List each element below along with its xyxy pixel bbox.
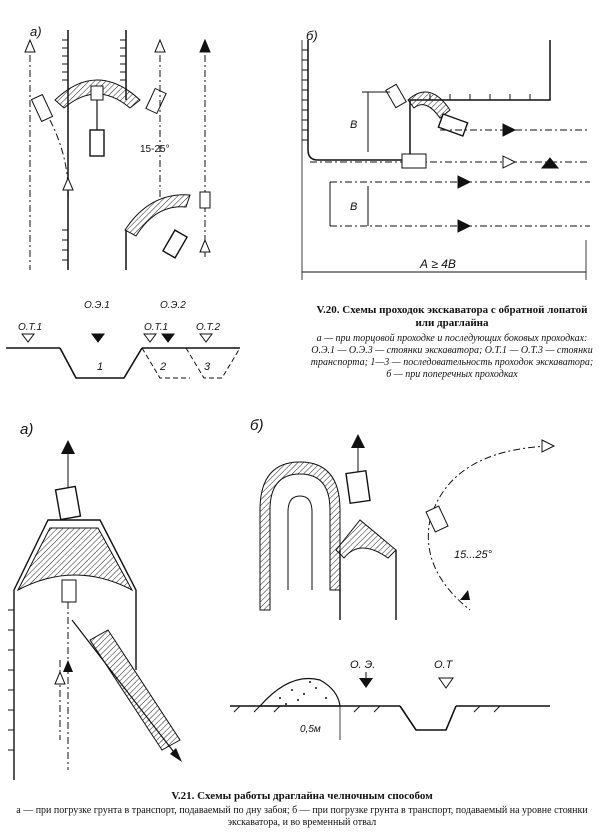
excavator-side — [161, 229, 189, 259]
transverse-face-hatched — [407, 91, 451, 119]
panel-b-label: б) — [306, 28, 318, 43]
v21a-excavator — [54, 485, 82, 521]
fig-v21-caption: V.21. Схемы работы драглайна челночным с… — [6, 790, 598, 829]
side-pass-face-hatched — [124, 194, 191, 237]
fig-v21-caption-title: V.21. Схемы работы драглайна челночным с… — [171, 790, 433, 802]
fig-v20-panel-a-section: О.Э.1 О.Э.2 О.Т.1 О.Т.1 О.Т.2 1 2 3 — [6, 300, 241, 379]
excavation-face-hatched — [54, 79, 141, 109]
fig-v20-panel-a-plan: а) — [24, 24, 211, 270]
svg-text:2: 2 — [159, 361, 166, 373]
excavator-body — [89, 129, 105, 157]
fig-v21-panel-a: а) — [8, 421, 182, 780]
v21b-truck — [425, 505, 449, 533]
v21a-up-arrow-icon — [61, 440, 75, 454]
fig-v20-caption-title: V.20. Схемы проходок экскаватора с обрат… — [316, 304, 588, 329]
truck-right — [145, 87, 167, 115]
excavator-transverse — [437, 113, 469, 137]
v21b-spoil-heap — [258, 677, 341, 707]
v21b-up-arrow-icon — [351, 434, 365, 448]
v21b-ground-line — [230, 705, 550, 731]
svg-text:О.Т.1: О.Т.1 — [144, 322, 168, 333]
v21b-u-bend-hatched — [259, 461, 341, 611]
direction-arrow-icons — [24, 38, 211, 253]
trench-wall-right — [120, 30, 127, 270]
v21b-stand-ot: О.Т — [434, 659, 454, 671]
svg-text:О.Т.2: О.Т.2 — [196, 322, 221, 333]
svg-text:В: В — [350, 201, 357, 213]
v21a-face-hatched — [16, 527, 134, 592]
v21-panel-a-label: а) — [20, 421, 33, 438]
v21b-stand-oe: О. Э. — [350, 659, 375, 671]
svg-text:О.Э.1: О.Э.1 — [84, 300, 110, 311]
v21a-loading-strip-hatched — [89, 629, 181, 751]
v21b-angle-label: 15...25° — [454, 549, 493, 561]
svg-text:О.Э.2: О.Э.2 — [160, 300, 186, 311]
ground-line — [6, 347, 240, 379]
pass-sequence-labels: 1 2 3 — [97, 361, 211, 373]
lane-arrow-icons — [457, 123, 560, 233]
panel-a-label: а) — [30, 24, 42, 39]
fig-v20-caption: V.20. Схемы проходок экскаватора с обрат… — [310, 304, 594, 381]
v21-panel-b-label: б) — [250, 417, 263, 434]
fig-v20-panel-b-plan: б) В В А ≥ 4В — [301, 28, 590, 280]
svg-text:1: 1 — [97, 361, 103, 373]
svg-text:О.Т.1: О.Т.1 — [18, 322, 42, 333]
travel-paths — [29, 40, 206, 270]
v21b-depth-label: 0,5м — [300, 724, 321, 735]
svg-text:В: В — [350, 119, 357, 131]
v21b-truck-path — [427, 445, 551, 611]
excavator-cab — [90, 85, 104, 101]
fig-v21-panel-b: б) 15...25° О. Э. О.Т 0,5м — [230, 417, 556, 740]
v21a-trench-walls — [13, 519, 137, 780]
section-stand-labels: О.Э.1 О.Э.2 О.Т.1 О.Т.1 О.Т.2 — [18, 300, 221, 333]
angle-label: 15-25° — [140, 144, 170, 155]
fig-v21-caption-body: а — при погрузке грунта в транспорт, под… — [16, 805, 588, 828]
v21b-face-hatched — [335, 519, 397, 559]
v21b-excavator — [345, 469, 371, 505]
svg-text:3: 3 — [204, 361, 211, 373]
pit-outline — [307, 40, 551, 161]
trench-wall-left — [62, 30, 69, 270]
dimension-a-label: А ≥ 4В — [419, 257, 456, 271]
v21b-stand-oe-icon — [359, 678, 373, 688]
dimension-b-upper — [362, 91, 390, 152]
stand-marker-icons — [21, 333, 213, 343]
truck-left — [30, 93, 54, 123]
fig-v20-caption-body: а — при торцовой проходке и последующих … — [310, 333, 594, 380]
v21b-stand-ot-icon — [438, 677, 454, 689]
